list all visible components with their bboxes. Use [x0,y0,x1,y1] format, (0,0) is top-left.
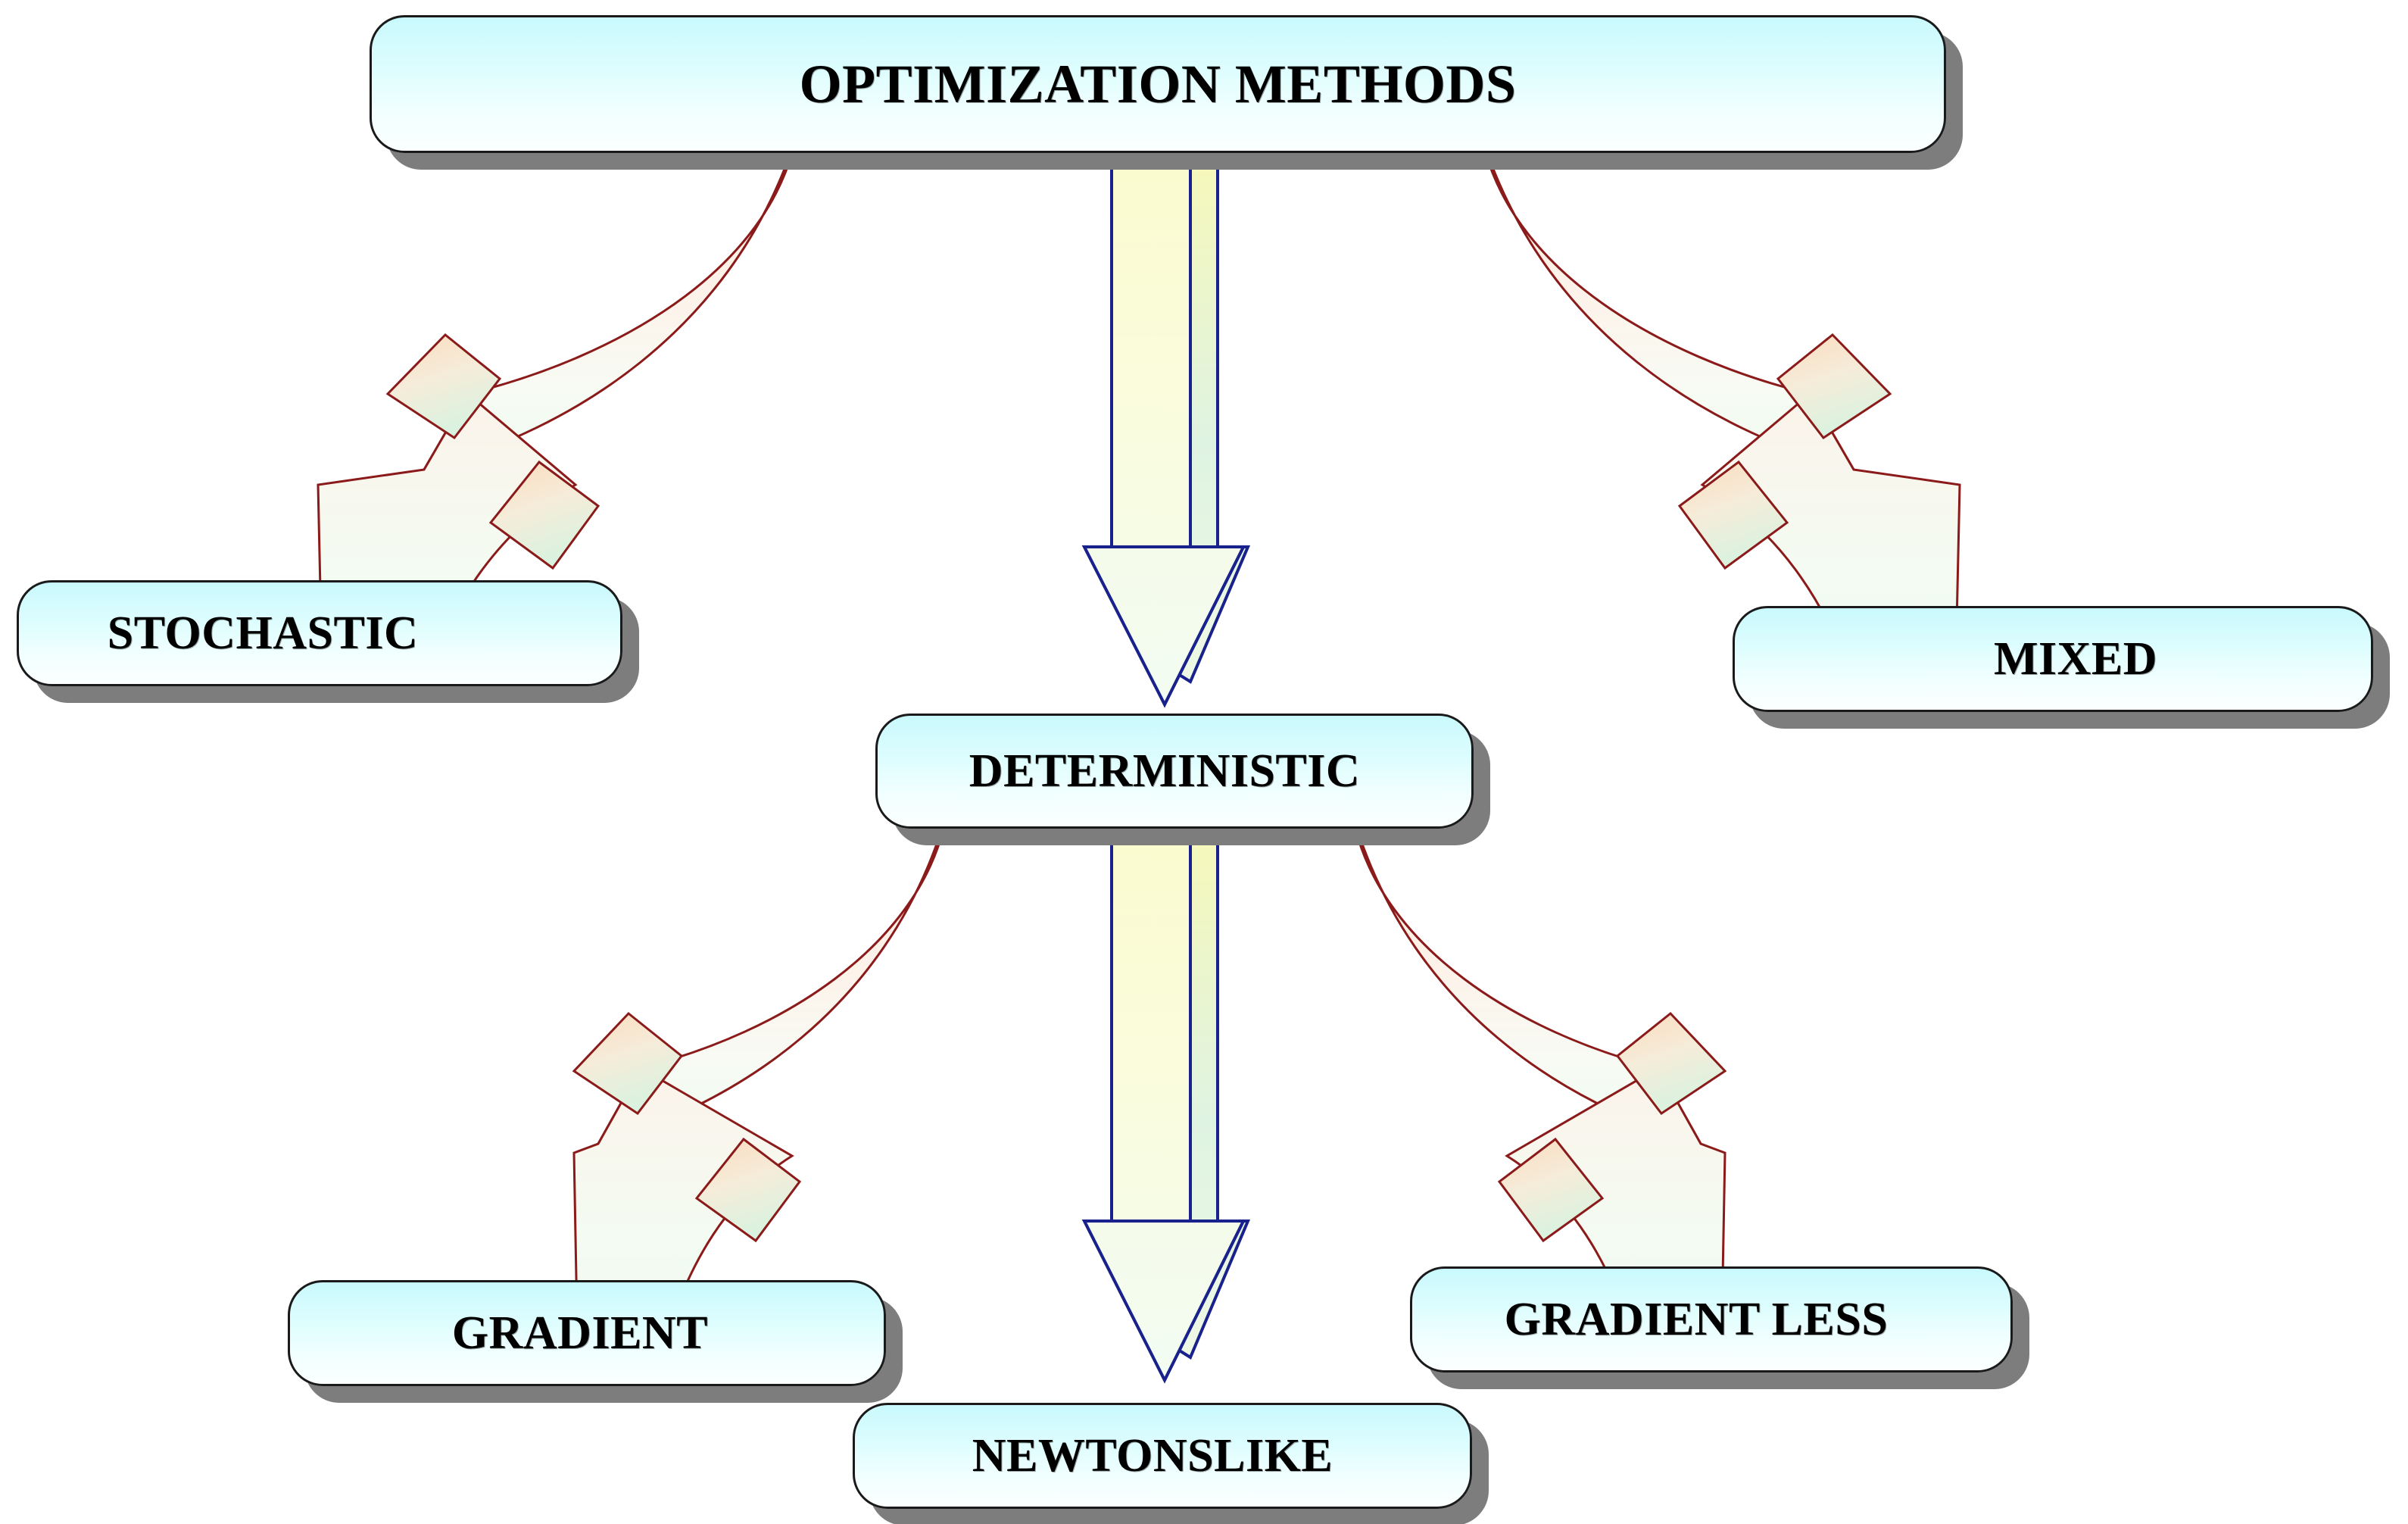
node-label: MIXED [1993,632,2158,685]
node-mixed[interactable]: MIXED [1733,606,2373,712]
node-label: GRADIENT LESS [1504,1293,1889,1345]
node-gradientless[interactable]: GRADIENT LESS [1410,1266,2013,1373]
edge-root-to-mixed [1483,151,1961,683]
node-label: DETERMINISTIC [969,745,1361,797]
edge-root-to-deterministic [1081,151,1251,708]
node-label: GRADIENT [451,1307,709,1359]
edge-deterministic-to-gradientless [1354,827,1727,1342]
node-stochastic[interactable]: STOCHASTIC [17,580,622,686]
node-label: STOCHASTIC [107,607,419,659]
node-deterministic[interactable]: DETERMINISTIC [875,714,1474,829]
edge-deterministic-to-gradient [572,827,945,1342]
edge-deterministic-to-newtonslike [1081,827,1251,1384]
node-newtonslike[interactable]: NEWTONSLIKE [853,1403,1472,1509]
node-gradient[interactable]: GRADIENT [288,1280,886,1386]
node-optimization-methods[interactable]: OPTIMIZATION METHODS [370,15,1946,153]
node-label: OPTIMIZATION METHODS [799,53,1517,114]
node-label: NEWTONSLIKE [972,1429,1333,1482]
